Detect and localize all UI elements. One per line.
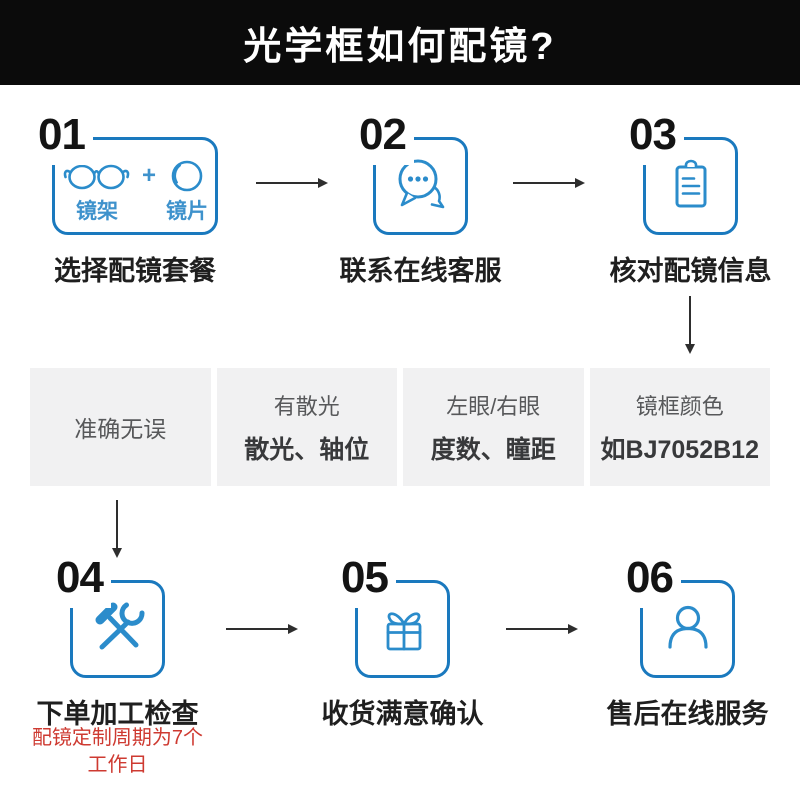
info-cell-frame-color: 镜框颜色 如BJ7052B12 <box>589 368 770 486</box>
customization-period-note: 配镜定制周期为7个 工作日 <box>31 727 204 776</box>
person-icon <box>656 597 720 661</box>
step-4-label: 下单加工检查 <box>36 699 199 729</box>
arrow-step2-to-step3 <box>513 178 585 188</box>
glasses-frame-icon <box>62 158 132 194</box>
step-6-label: 售后在线服务 <box>606 699 769 729</box>
step-4-processing-check: 04 下单加工检查 配镜定制周期为7个 工作日 <box>32 556 203 777</box>
step-1-label: 选择配镜套餐 <box>54 256 216 286</box>
gift-box-icon <box>371 597 435 661</box>
info-cell-eyes: 左眼/右眼 度数、瞳距 <box>403 368 584 486</box>
step-4-box <box>70 580 165 678</box>
step-1-number: 01 <box>38 113 93 165</box>
clipboard-icon <box>659 154 723 218</box>
step-6-number: 06 <box>626 556 681 608</box>
lens-icon <box>169 158 205 194</box>
step-1-box: 镜架 + 镜片 <box>52 137 218 235</box>
arrow-step3-to-infobar <box>685 296 695 354</box>
step-2-number: 02 <box>359 113 414 165</box>
page-title: 光学框如何配镜? <box>243 26 557 68</box>
step-5-label: 收货满意确认 <box>321 699 484 729</box>
info-cell-text: 准确无误 <box>74 416 167 442</box>
info-cell-text: 左眼/右眼 <box>446 393 541 419</box>
step-2-contact-service: 02 联系在线客服 <box>340 113 502 287</box>
plus-sign: + <box>141 161 156 189</box>
step-6-after-sales: 06 售后在线服务 <box>607 556 769 730</box>
lens-label: 镜片 <box>166 199 208 223</box>
step-1-choose-package: 镜架 + 镜片 01 选择配镜套餐 <box>38 113 218 286</box>
step-4-number: 04 <box>56 556 111 608</box>
hammer-wrench-icon <box>86 597 150 661</box>
step-5-confirm-receipt: 05 收货满意确认 <box>322 556 484 730</box>
info-cell-astigmatism: 有散光 散光、轴位 <box>216 368 397 486</box>
prescription-info-bar: 准确无误 有散光 散光、轴位 左眼/右眼 度数、瞳距 镜框颜色 如BJ7052B… <box>30 368 770 486</box>
title-banner: 光学框如何配镜? <box>0 0 800 85</box>
info-cell-text-bold: 度数、瞳距 <box>430 435 556 464</box>
arrow-infobar-to-step4 <box>112 500 122 558</box>
info-cell-text: 镜框颜色 <box>635 393 724 419</box>
step-3-number: 03 <box>629 113 684 165</box>
package-contents: 镜架 + 镜片 <box>62 158 208 225</box>
info-cell-text: 有散光 <box>273 393 340 419</box>
info-cell-accuracy: 准确无误 <box>30 368 211 486</box>
arrow-step4-to-step5 <box>226 624 298 634</box>
info-cell-text-bold: 散光、轴位 <box>244 435 370 464</box>
step-5-number: 05 <box>341 556 396 608</box>
info-cell-text-bold: 如BJ7052B12 <box>600 435 759 464</box>
step-3-label: 核对配镜信息 <box>609 256 772 286</box>
step-3-verify-info: 03 核对配镜信息 <box>610 113 772 287</box>
frame-label: 镜架 <box>75 199 118 223</box>
step-2-label: 联系在线客服 <box>339 256 502 286</box>
arrow-step5-to-step6 <box>506 624 578 634</box>
chat-bubbles-icon <box>389 154 453 218</box>
arrow-step1-to-step2 <box>256 178 328 188</box>
